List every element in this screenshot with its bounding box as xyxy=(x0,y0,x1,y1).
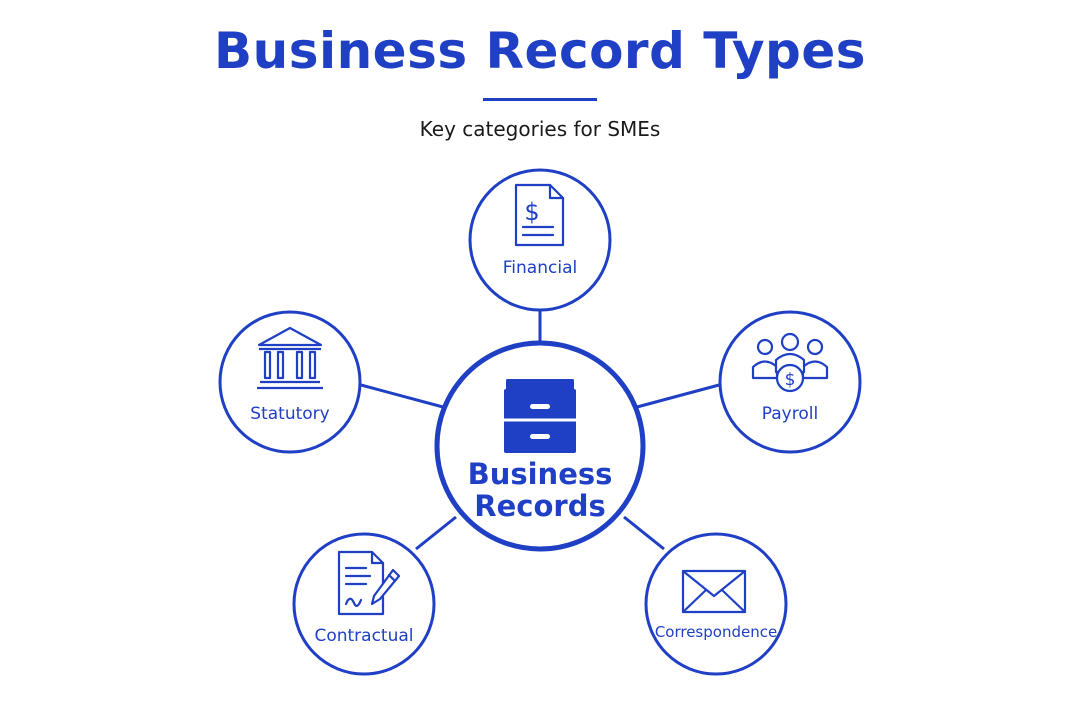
center-label-line1: Business xyxy=(467,457,613,491)
connector-contractual xyxy=(415,515,457,551)
page-title: Business Record Types xyxy=(213,22,867,80)
node-label-payroll: Payroll xyxy=(761,404,819,424)
node-label-statutory: Statutory xyxy=(250,404,330,424)
node-label-contractual: Contractual xyxy=(314,626,414,646)
node-label-correspondence: Correspondence xyxy=(654,623,778,641)
contract-pen-icon xyxy=(337,550,401,616)
dollar-document-icon xyxy=(514,183,565,247)
connector-correspondence xyxy=(623,515,665,551)
node-financial-circle xyxy=(468,168,612,312)
node-label-financial: Financial xyxy=(502,258,578,278)
payroll-dollar-glyph: $ xyxy=(785,370,796,390)
envelope-icon xyxy=(681,569,747,614)
center-label-line2: Records xyxy=(474,489,606,523)
people-dollar-icon xyxy=(751,332,829,393)
filing-cabinet-icon xyxy=(504,379,576,453)
government-building-icon xyxy=(257,326,323,390)
connector-payroll xyxy=(636,383,720,409)
title-underline xyxy=(483,98,597,101)
node-correspondence-circle xyxy=(644,532,788,676)
center-label: Business Records xyxy=(440,458,640,522)
dollar-sign-glyph: $ xyxy=(524,198,539,226)
node-contractual-circle xyxy=(292,532,436,676)
connector-statutory xyxy=(360,383,444,409)
page-subtitle: Key categories for SMEs xyxy=(419,117,661,141)
